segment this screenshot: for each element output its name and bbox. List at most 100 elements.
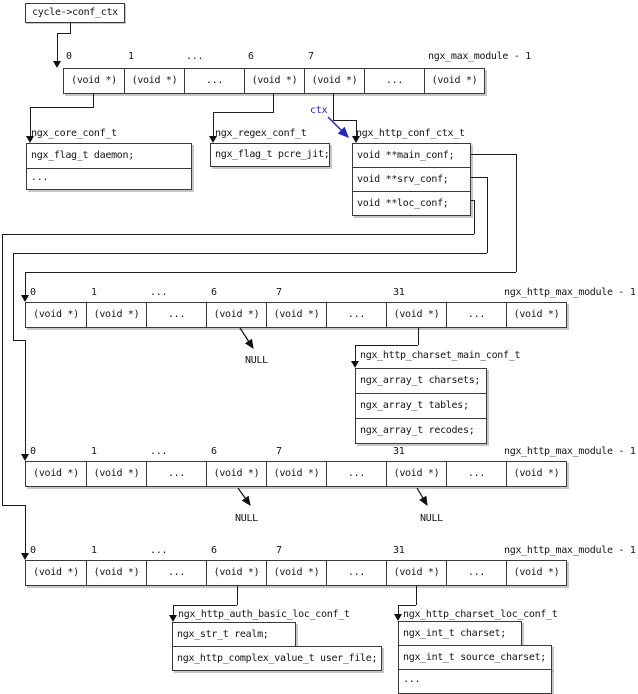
index-label: 7: [308, 51, 314, 62]
index-label: 1: [91, 446, 97, 457]
array-cell: (void *): [424, 69, 484, 93]
line: [356, 120, 357, 136]
struct-field: ...: [398, 669, 552, 694]
max-module-label: ngx_http_max_module - 1: [504, 287, 636, 298]
line: [471, 154, 516, 155]
index-label: ...: [186, 51, 204, 62]
array-cell: (void *): [266, 303, 326, 327]
index-label: 31: [393, 287, 405, 298]
line: [30, 107, 31, 136]
array-cell: (void *): [244, 69, 304, 93]
array-cell: ...: [146, 561, 206, 585]
struct-field: ngx_flag_t daemon;: [31, 150, 134, 161]
struct-field: void **srv_conf;: [353, 167, 470, 191]
array-cell: (void *): [506, 303, 566, 327]
struct-field: ngx_array_t charsets;: [360, 375, 481, 386]
array-cell: ...: [364, 69, 424, 93]
arrowhead-down-icon: [351, 361, 359, 368]
line: [471, 200, 474, 201]
array-cell: ...: [326, 303, 386, 327]
arrowhead-down-icon: [209, 136, 217, 143]
http-loc-conf-array: (void *)(void *)...(void *)(void *)...(v…: [25, 560, 567, 586]
charset-main-conf-struct: ngx_array_t charsets; ngx_array_t tables…: [355, 368, 487, 444]
null-label: NULL: [235, 513, 258, 524]
line: [273, 93, 274, 112]
line: [2, 234, 474, 235]
line: [333, 120, 357, 121]
null-arrow-icon: [416, 487, 428, 507]
index-label: ...: [150, 287, 168, 298]
line: [213, 112, 274, 113]
arrowhead-down-icon: [394, 614, 402, 621]
line: [213, 112, 214, 136]
array-cell: ...: [326, 561, 386, 585]
struct-label: ngx_core_conf_t: [31, 128, 117, 139]
arrowhead-down-icon: [169, 615, 177, 622]
http-srv-conf-array: (void *)(void *)...(void *)(void *)...(v…: [25, 461, 567, 487]
line: [355, 345, 356, 361]
line: [516, 154, 517, 272]
struct-label: ngx_regex_conf_t: [215, 128, 307, 139]
array-cell: (void *): [33, 567, 79, 578]
line: [416, 586, 417, 605]
array-cell: (void *): [206, 303, 266, 327]
line: [474, 200, 475, 234]
arrowhead-down-icon: [21, 295, 29, 302]
array-cell: (void *): [506, 462, 566, 486]
index-label: 0: [30, 446, 36, 457]
line: [173, 605, 237, 606]
struct-field: ngx_http_complex_value_t user_file;: [172, 646, 382, 671]
struct-field: ngx_int_t charset;: [398, 621, 522, 646]
array-cell: (void *): [206, 462, 266, 486]
line: [418, 327, 419, 345]
line: [398, 605, 399, 614]
array-cell: ...: [146, 462, 206, 486]
index-label: 6: [211, 446, 217, 457]
struct-field: ngx_flag_t pcre_jit;: [215, 149, 329, 160]
max-module-label: ngx_max_module - 1: [428, 51, 531, 62]
core-conf-struct: ngx_flag_t daemon; ...: [26, 143, 192, 190]
max-module-label: ngx_http_max_module - 1: [504, 446, 636, 457]
index-label: 1: [128, 51, 134, 62]
arrowhead-down-icon: [352, 136, 360, 143]
array-cell: (void *): [86, 303, 146, 327]
array-cell: ...: [326, 462, 386, 486]
array-cell: ...: [446, 561, 506, 585]
struct-field: ...: [27, 168, 191, 189]
cycle-conf-ctx-box: cycle->conf_ctx: [25, 3, 125, 23]
line: [30, 107, 94, 108]
array-cell: (void *): [71, 75, 117, 86]
index-label: ...: [150, 446, 168, 457]
array-cell: (void *): [86, 561, 146, 585]
array-cell: (void *): [206, 561, 266, 585]
line: [13, 253, 487, 254]
struct-field: void **loc_conf;: [353, 191, 470, 215]
regex-conf-struct: ngx_flag_t pcre_jit;: [210, 143, 330, 167]
line: [25, 340, 26, 454]
conf-ctx-pointer-array: (void *)(void *)...(void *)(void *)...(v…: [63, 68, 485, 94]
null-label: NULL: [420, 513, 443, 524]
index-label: 0: [30, 287, 36, 298]
struct-field: ngx_array_t recodes;: [356, 418, 486, 443]
array-cell: (void *): [266, 462, 326, 486]
line: [57, 33, 71, 34]
array-cell: ...: [146, 303, 206, 327]
line: [237, 586, 238, 605]
struct-field: ngx_str_t realm;: [172, 622, 296, 647]
line: [2, 234, 3, 505]
arrowhead-down-icon: [21, 454, 29, 461]
line: [487, 177, 488, 253]
index-label: 6: [211, 287, 217, 298]
null-arrow-icon: [239, 327, 254, 350]
array-cell: (void *): [266, 561, 326, 585]
line: [25, 272, 516, 273]
array-cell: ...: [446, 303, 506, 327]
struct-field: ngx_int_t source_charset;: [398, 645, 552, 670]
array-cell: ...: [184, 69, 244, 93]
line: [355, 345, 418, 346]
ctx-pointer-label: ctx: [310, 105, 328, 116]
line: [70, 22, 71, 33]
array-cell: (void *): [304, 69, 364, 93]
index-label: 1: [91, 287, 97, 298]
